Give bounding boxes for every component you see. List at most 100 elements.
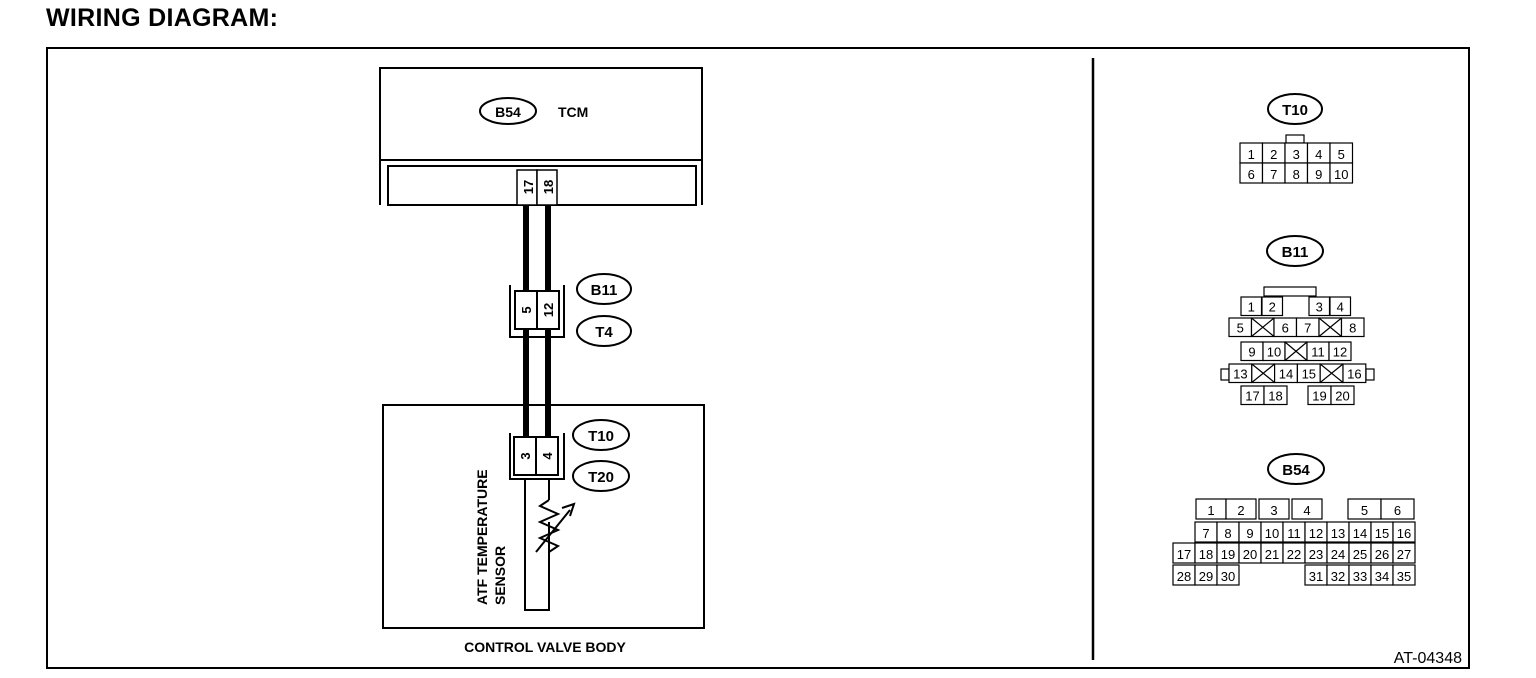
blank-pin-cross [1284,341,1308,361]
sensor-pin-3: 3 [518,452,533,459]
pin-label: 27 [1397,547,1411,562]
pin-label: 19 [1312,389,1326,404]
blank-pin-cross [1251,363,1275,383]
pin-label: 5 [1338,147,1345,162]
pin-label: 4 [1303,503,1310,518]
pin-label: 35 [1397,569,1411,584]
pin-label: 5 [1237,321,1244,336]
figure-id: AT-04348 [1394,650,1462,667]
pin-label: 3 [1270,503,1277,518]
sensor-connector-label-t10: T10 [588,428,614,445]
thermistor-icon [537,499,561,560]
pin-label: 3 [1316,300,1323,315]
page-title: WIRING DIAGRAM: [46,4,279,32]
pin-label: 1 [1248,147,1255,162]
joint-pin-12: 12 [541,303,556,317]
pin-label: 32 [1331,569,1345,584]
pin-cell [1392,521,1416,543]
pin-label: 16 [1347,367,1361,382]
pin-label: 14 [1353,526,1367,541]
tcm-unit: B54 TCM 17 18 [379,67,703,206]
pin-label: 23 [1309,547,1323,562]
pin-cell [1330,385,1355,406]
pin-label: 2 [1270,147,1277,162]
pin-label: 22 [1287,547,1301,562]
tcm-connector-label: B54 [495,104,521,120]
pinout-t10-label: T10 [1282,102,1308,119]
pin-label: 33 [1353,569,1367,584]
pin-cell [1291,498,1323,520]
joint-connector-label-t4: T4 [595,324,613,341]
pin-cell [1329,296,1352,317]
pin-label: 13 [1233,367,1247,382]
pin-label: 30 [1221,569,1235,584]
pin-label: 3 [1293,147,1300,162]
pinout-b54-label: B54 [1282,462,1310,479]
pin-label: 10 [1265,526,1279,541]
pin-label: 28 [1177,569,1191,584]
pin-label: 21 [1265,547,1279,562]
pin-label: 31 [1309,569,1323,584]
pin-label: 6 [1248,167,1255,182]
pin-label: 8 [1349,321,1356,336]
tcm-pin-17: 17 [521,180,536,194]
pin-label: 7 [1270,167,1277,182]
pin-label: 6 [1282,321,1289,336]
pin-label: 13 [1331,526,1345,541]
pin-cell [1342,363,1367,384]
atf-temperature-sensor: ATF TEMPERATURE SENSOR [474,469,576,611]
pin-label: 18 [1268,389,1282,404]
pin-label: 20 [1243,547,1257,562]
connector-latch [1365,368,1375,381]
joint-connector: 5 12 B11 T4 [509,273,632,347]
pin-label: 12 [1333,345,1347,360]
tcm-connector-badge [479,97,537,125]
pin-cell [1261,296,1284,317]
sensor-connector-label-t20: T20 [588,469,614,486]
pin-cell [1380,498,1415,520]
pin-cell [1392,542,1416,564]
harness-wires [523,205,551,437]
pin-label: 7 [1304,321,1311,336]
pin-label: 15 [1375,526,1389,541]
pin-cell [1263,385,1288,406]
tcm-pin-18: 18 [541,180,556,194]
pin-label: 9 [1246,526,1253,541]
blank-pin-cross [1319,363,1344,383]
connector-latch [1220,368,1230,381]
joint-connector-label-b11: B11 [591,282,618,299]
pin-label: 5 [1361,503,1368,518]
pin-label: 14 [1279,367,1293,382]
pin-label: 2 [1237,503,1244,518]
pin-cell [1329,162,1354,184]
sensor-label-line1: ATF TEMPERATURE [474,469,490,605]
pin-label: 6 [1394,503,1401,518]
pin-label: 26 [1375,547,1389,562]
blank-pin-cross [1318,317,1342,337]
control-valve-label: CONTROL VALVE BODY [464,639,626,655]
pin-label: 2 [1269,300,1276,315]
pin-label: 34 [1375,569,1389,584]
pin-cell [1392,564,1416,586]
pin-label: 15 [1302,367,1316,382]
pin-label: 11 [1311,345,1325,360]
pin-label: 9 [1248,345,1255,360]
pin-cell [1225,498,1257,520]
pin-label: 8 [1224,526,1231,541]
pin-label: 17 [1177,547,1191,562]
pin-label: 25 [1353,547,1367,562]
blank-pin-cross [1251,317,1275,337]
pinout-b11-label: B11 [1282,244,1309,261]
sensor-pin-4: 4 [540,452,555,460]
pin-cell [1258,498,1290,520]
pin-cell [1328,341,1352,362]
pin-label: 19 [1221,547,1235,562]
pin-label: 1 [1248,300,1255,315]
pin-label: 17 [1245,389,1259,404]
pin-label: 29 [1199,569,1213,584]
sensor-label-line2: SENSOR [492,546,508,605]
pin-label: 11 [1287,526,1301,541]
